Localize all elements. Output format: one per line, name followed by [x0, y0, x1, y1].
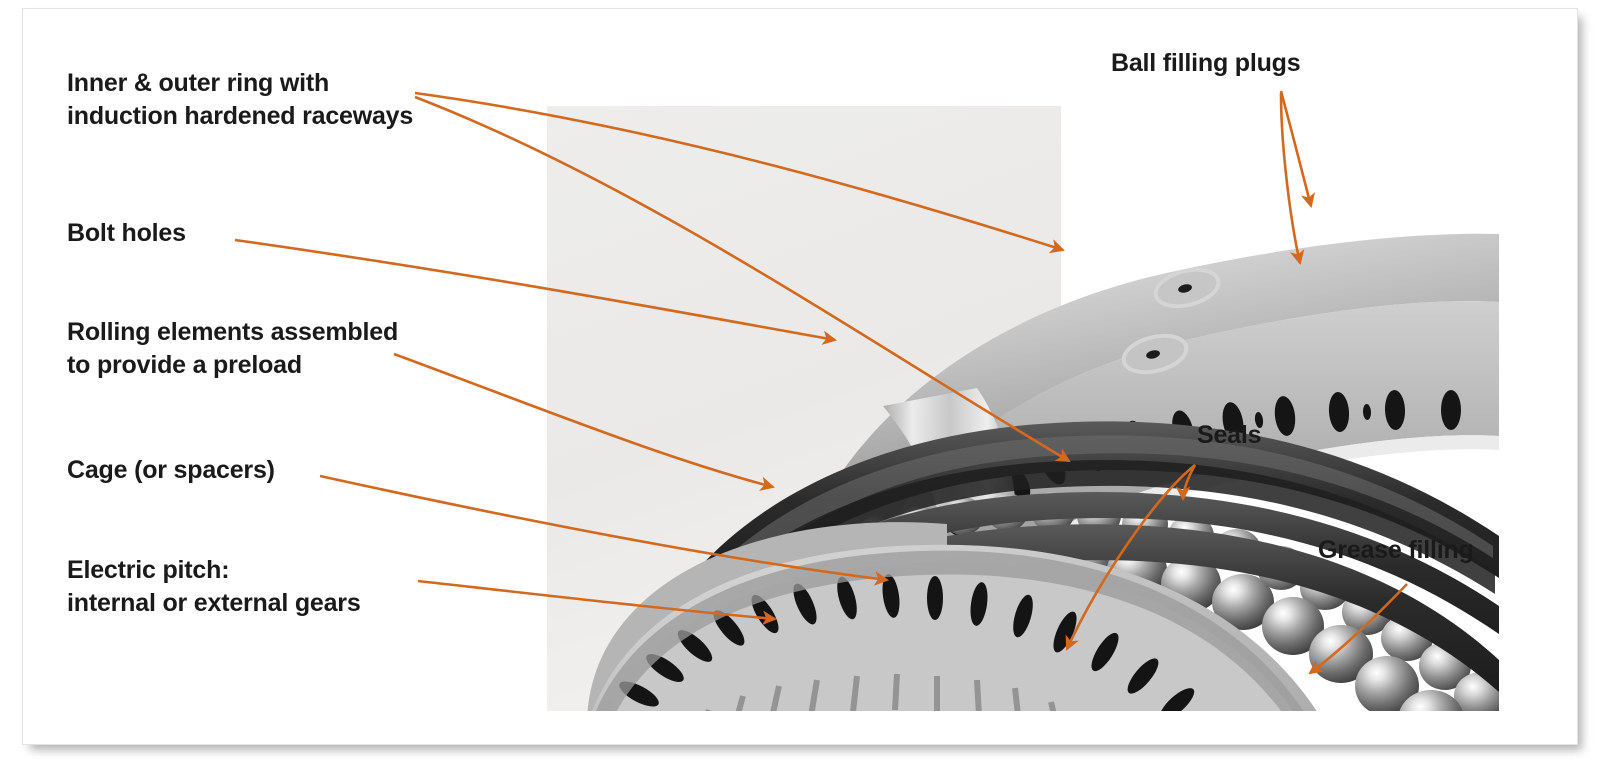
bearing-photograph: [547, 106, 1499, 719]
callout-label-ball-filling-plugs: Ball filling plugs: [1111, 49, 1301, 77]
callout-label-electric-pitch: Electric pitch: internal or external gea…: [67, 556, 361, 617]
callout-label-bolt-holes: Bolt holes: [67, 219, 186, 247]
callout-label-inner-outer-ring: Inner & outer ring with induction harden…: [67, 69, 414, 130]
callout-label-cage: Cage (or spacers): [67, 456, 275, 484]
bearing-illustration: [587, 233, 1499, 719]
ball-filling-plug-2: [1121, 333, 1189, 375]
callout-label-rolling-elements: Rolling elements assembled to provide a …: [67, 318, 399, 379]
callout-label-grease-filling: Grease filling: [1318, 536, 1474, 564]
photo-background-bottom: [547, 711, 1499, 719]
ball-filling-plug-1: [1153, 267, 1221, 309]
slide-panel: Inner & outer ring with induction harden…: [22, 8, 1578, 745]
callout-label-seals: Seals: [1197, 421, 1262, 449]
